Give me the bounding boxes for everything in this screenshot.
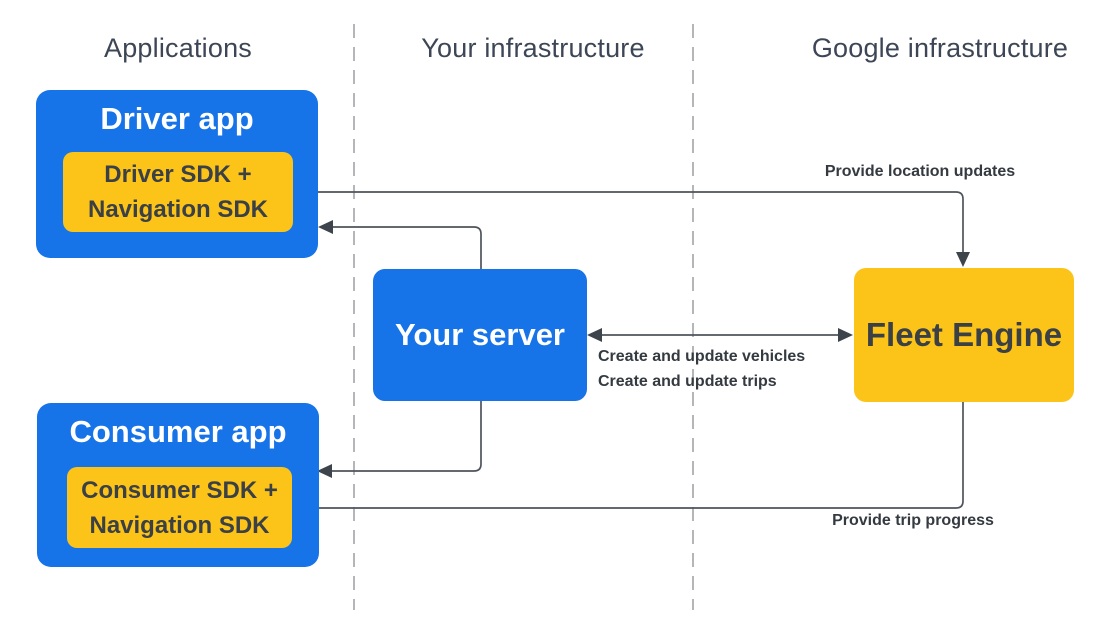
arrowhead-into-fleet-engine-left-icon [838,328,853,342]
consumer-sdk-label-line1: Consumer SDK + [81,476,278,504]
arrowhead-into-your-server-icon [587,328,602,342]
edge-label-provide-location-updates: Provide location updates [824,163,1016,180]
arrowhead-into-consumer-app-icon [317,464,332,478]
fleet-engine-box: Fleet Engine [854,268,1074,402]
consumer-app-title: Consumer app [69,414,287,449]
consumer-sdk-label-line2: Navigation SDK [89,511,270,539]
edge-location-updates [294,191,964,253]
column-header-google-infrastructure: Google infrastructure [811,33,1069,63]
edge-label-create-update-vehicles: Create and update vehicles [598,348,806,365]
consumer-sdk-box: Consumer SDK + Navigation SDK [67,467,292,548]
your-server-title: Your server [394,317,565,352]
consumer-app-box: Consumer app Consumer SDK + Navigation S… [37,403,319,567]
column-header-your-infrastructure: Your infrastructure [421,33,645,63]
fleet-engine-title: Fleet Engine [865,316,1063,353]
arrowhead-into-fleet-engine-icon [956,252,970,267]
driver-app-title: Driver app [100,101,254,136]
driver-app-box: Driver app Driver SDK + Navigation SDK [36,90,318,258]
edge-server-to-driver-app [333,226,482,269]
edge-label-create-update-trips: Create and update trips [598,373,777,390]
driver-sdk-label-line1: Driver SDK + [104,161,252,188]
driver-sdk-box: Driver SDK + Navigation SDK [63,152,293,232]
column-header-applications: Applications [104,33,252,63]
your-server-box: Your server [373,269,587,401]
edge-server-to-consumer-app [332,401,482,472]
driver-sdk-label-line2: Navigation SDK [87,196,269,223]
arrowhead-into-driver-app-icon [318,220,333,234]
edge-label-provide-trip-progress: Provide trip progress [832,512,994,529]
edge-trip-progress [308,402,964,509]
